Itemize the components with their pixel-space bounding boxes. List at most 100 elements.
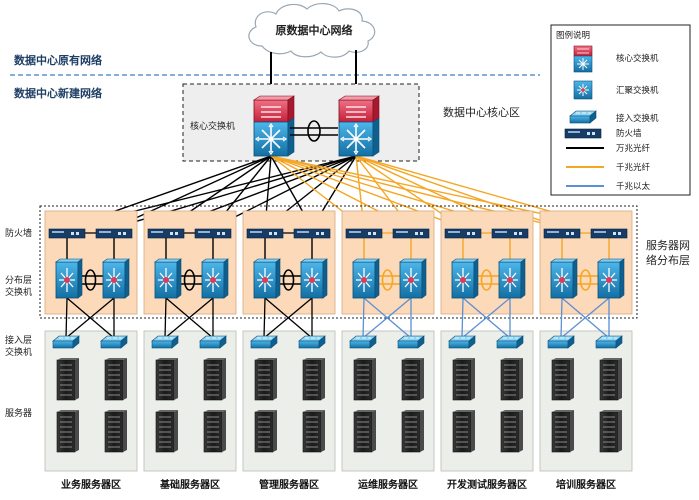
firewall[interactable] xyxy=(543,228,581,239)
firewall[interactable] xyxy=(48,228,86,239)
server[interactable] xyxy=(500,409,524,453)
existing-network-label: 数据中心原有网络 xyxy=(14,53,102,67)
server[interactable] xyxy=(599,357,623,401)
zone-name-label: 业务服务器区 xyxy=(61,478,121,491)
core-zone-box xyxy=(182,83,420,162)
legend-item: 接入交换机 xyxy=(569,110,659,124)
server[interactable] xyxy=(203,409,227,453)
access-link xyxy=(362,297,365,339)
aggregation-switch[interactable] xyxy=(253,258,281,299)
firewall-icon xyxy=(564,128,602,139)
access-link xyxy=(65,297,68,339)
server[interactable] xyxy=(56,409,80,453)
aggregation-switch[interactable] xyxy=(399,258,427,299)
access-switch[interactable] xyxy=(151,335,179,349)
server-zone: 运维服务器区 xyxy=(341,210,435,491)
distribution-row-label-line1: 分布层 xyxy=(5,274,32,286)
server[interactable] xyxy=(551,409,575,453)
aggregation-switch[interactable] xyxy=(550,258,578,299)
aggregation-trunk-bundle xyxy=(183,269,196,291)
access-switch[interactable] xyxy=(496,335,524,349)
server[interactable] xyxy=(353,409,377,453)
access-switch[interactable] xyxy=(52,335,80,349)
server-zones: 业务服务器区基础服务器区管理服务器区运维服务器区开发测试服务器区培训服务器区 xyxy=(44,210,633,491)
access-link xyxy=(461,297,464,339)
firewall[interactable] xyxy=(444,228,482,239)
access-switch[interactable] xyxy=(298,335,326,349)
access-row-label-line1: 接入层 xyxy=(5,334,32,346)
access-switch[interactable] xyxy=(547,335,575,349)
server[interactable] xyxy=(401,357,425,401)
server[interactable] xyxy=(599,409,623,453)
server[interactable] xyxy=(401,409,425,453)
aggregation-trunk-bundle xyxy=(282,269,295,291)
core-switch-icon xyxy=(573,45,593,73)
server[interactable] xyxy=(56,357,80,401)
legend-item-label: 万兆光纤 xyxy=(616,143,651,154)
firewall[interactable] xyxy=(147,228,185,239)
aggregation-switch[interactable] xyxy=(451,258,479,299)
server[interactable] xyxy=(254,409,278,453)
access-switch[interactable] xyxy=(595,335,623,349)
server-zone: 基础服务器区 xyxy=(143,210,237,491)
server-zone: 管理服务器区 xyxy=(242,210,336,491)
access-switch[interactable] xyxy=(397,335,425,349)
firewall[interactable] xyxy=(293,228,331,239)
new-network-label: 数据中心新建网络 xyxy=(14,86,102,100)
distribution-zone-label-line2: 络分布层 xyxy=(646,253,690,267)
cloud-label: 原数据中心网络 xyxy=(276,23,353,37)
aggregation-switch[interactable] xyxy=(55,258,83,299)
access-switch[interactable] xyxy=(100,335,128,349)
access-switch[interactable] xyxy=(349,335,377,349)
access-switch[interactable] xyxy=(250,335,278,349)
aggregation-switch[interactable] xyxy=(201,258,229,299)
aggregation-switch[interactable] xyxy=(300,258,328,299)
server[interactable] xyxy=(254,357,278,401)
server[interactable] xyxy=(155,409,179,453)
firewall[interactable] xyxy=(491,228,529,239)
server[interactable] xyxy=(155,357,179,401)
server[interactable] xyxy=(104,357,128,401)
access-switch[interactable] xyxy=(199,335,227,349)
server[interactable] xyxy=(302,409,326,453)
access-switch-icon xyxy=(569,110,597,124)
server[interactable] xyxy=(353,357,377,401)
access-link xyxy=(461,297,511,339)
access-link xyxy=(164,297,214,339)
legend-item: 防火墙 xyxy=(564,128,642,139)
firewall[interactable] xyxy=(392,228,430,239)
firewall[interactable] xyxy=(590,228,628,239)
firewall[interactable] xyxy=(95,228,133,239)
firewall[interactable] xyxy=(246,228,284,239)
aggregation-switch[interactable] xyxy=(154,258,182,299)
access-switch[interactable] xyxy=(448,335,476,349)
server-zone: 培训服务器区 xyxy=(539,210,633,491)
access-link xyxy=(263,297,266,339)
server[interactable] xyxy=(104,409,128,453)
aggregation-trunk-bundle xyxy=(381,269,394,291)
aggregation-switch[interactable] xyxy=(102,258,130,299)
server[interactable] xyxy=(452,409,476,453)
access-link xyxy=(362,297,412,339)
uplink-line xyxy=(113,155,272,229)
legend-item-label: 防火墙 xyxy=(616,128,642,139)
server[interactable] xyxy=(452,357,476,401)
firewall[interactable] xyxy=(194,228,232,239)
aggregation-switch[interactable] xyxy=(352,258,380,299)
aggregation-switch[interactable] xyxy=(498,258,526,299)
aggregation-switch[interactable] xyxy=(597,258,625,299)
firewall[interactable] xyxy=(345,228,383,239)
aggregation-trunk-bundle xyxy=(579,269,592,291)
server[interactable] xyxy=(203,357,227,401)
legend-item: 汇聚交换机 xyxy=(573,80,659,100)
server[interactable] xyxy=(302,357,326,401)
zone-name-label: 基础服务器区 xyxy=(159,478,220,491)
legend-item-label: 接入交换机 xyxy=(616,113,659,124)
uplink-line xyxy=(212,155,357,229)
server[interactable] xyxy=(500,357,524,401)
core-switch-left[interactable] xyxy=(253,95,295,157)
access-link xyxy=(560,297,610,339)
core-switch-right[interactable] xyxy=(338,95,380,157)
server[interactable] xyxy=(551,357,575,401)
legend-item-label: 千兆光纤 xyxy=(616,162,651,173)
